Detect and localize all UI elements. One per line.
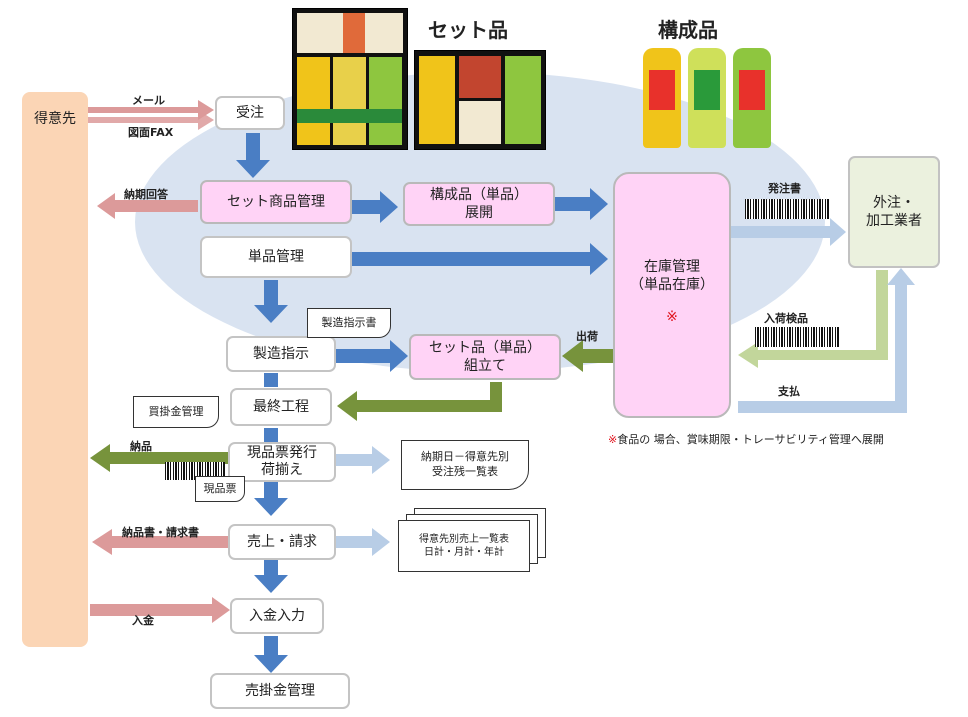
- title-set-item: セット品: [428, 18, 508, 42]
- assemble-label-1: セット品（単品）: [429, 339, 541, 356]
- shipping-label: 出荷: [576, 330, 598, 343]
- payment-entry-label: 入金入力: [249, 607, 305, 624]
- sales-billing-box: 売上・請求: [228, 524, 336, 560]
- food-traceability-note: ※食品の 場合、賞味期限・トレーサビリティ管理へ展開: [608, 431, 884, 447]
- green-flow-arrows: [90, 340, 613, 472]
- payment-label: 支払: [778, 385, 800, 398]
- mail-label: メール: [132, 94, 165, 107]
- manufacture-instruction-label: 製造指示書: [321, 315, 377, 329]
- inventory-label-1: 在庫管理: [644, 259, 700, 275]
- title-component: 構成品: [658, 18, 718, 42]
- order-sheet-barcode: [745, 199, 829, 219]
- manufacture-label: 製造指示: [253, 345, 309, 362]
- item-slip-doc: 現品票: [195, 476, 245, 502]
- component-bottle-2: [688, 48, 726, 148]
- payable-mgmt-label: 買掛金管理: [148, 404, 204, 418]
- delivery-label: 納品: [130, 440, 152, 453]
- item-slip-barcode: [165, 462, 225, 480]
- sales-billing-label: 売上・請求: [247, 533, 317, 550]
- customer-label: 得意先: [34, 111, 76, 127]
- single-item-mgmt-label: 単品管理: [248, 248, 304, 265]
- note-reference-mark: ※: [608, 433, 618, 446]
- invoice-label: 納品書・請求書: [122, 526, 199, 539]
- slip-issue-label-2: 荷揃え: [261, 462, 303, 478]
- pink-arrows: [88, 100, 230, 623]
- subcontractor-label-1: 外注・: [873, 194, 915, 211]
- fax-label: 図面FAX: [128, 126, 174, 139]
- assemble-box: セット品（単品） 組立て: [409, 334, 561, 380]
- deposit-label: 入金: [132, 614, 154, 627]
- receiving-label: 入荷検品: [764, 312, 808, 325]
- receivable-mgmt-label: 売掛金管理: [245, 682, 315, 699]
- receiving-barcode: [755, 327, 839, 347]
- inventory-note-mark: ※: [666, 309, 678, 326]
- slip-issue-label-1: 現品票発行: [247, 444, 317, 461]
- due-reply-label: 納期回答: [124, 188, 168, 201]
- food-traceability-note-text: ※食品の 場合、賞味期限・トレーサビリティ管理へ展開: [608, 433, 884, 446]
- manufacture-box: 製造指示: [226, 336, 336, 372]
- delivery-backlog-label-1: 納期日－得意先別: [421, 450, 509, 464]
- component-expand-label-1: 構成品（単品）: [430, 186, 528, 203]
- set-product-image-2: [414, 50, 546, 150]
- component-bottle-3: [733, 48, 771, 148]
- component-expand-box: 構成品（単品） 展開: [403, 182, 555, 226]
- inventory-label-2: （単品在庫）: [630, 277, 714, 294]
- inventory-box: 在庫管理 （単品在庫） ※: [613, 172, 731, 418]
- manufacture-instruction-doc: 製造指示書: [307, 308, 391, 338]
- order-label: 受注: [236, 104, 264, 121]
- note-body: 食品の 場合、賞味期限・トレーサビリティ管理へ展開: [617, 433, 884, 446]
- sales-list-label-1: 得意先別売上一覧表: [419, 533, 509, 545]
- subcontractor-label-2: 加工業者: [866, 213, 922, 229]
- single-item-mgmt-box: 単品管理: [200, 236, 352, 278]
- order-box: 受注: [215, 96, 285, 130]
- order-sheet-label: 発注書: [768, 182, 801, 195]
- final-process-box: 最終工程: [230, 388, 332, 426]
- set-item-mgmt-box: セット商品管理: [200, 180, 352, 224]
- light-blue-arrows: [336, 218, 915, 556]
- component-expand-label-2: 展開: [465, 205, 493, 221]
- component-bottle-1: [643, 48, 681, 148]
- receivable-mgmt-box: 売掛金管理: [210, 673, 350, 709]
- payment-entry-box: 入金入力: [230, 598, 324, 634]
- main-flow-arrows: [236, 133, 608, 673]
- sales-list-doc: 得意先別売上一覧表 日計・月計・年計: [398, 520, 530, 572]
- subcontractor-box: 外注・ 加工業者: [848, 156, 940, 268]
- delivery-backlog-list-doc: 納期日－得意先別 受注残一覧表: [401, 440, 529, 490]
- delivery-backlog-label-2: 受注残一覧表: [432, 465, 498, 478]
- receiving-arrow: [738, 270, 888, 368]
- set-product-image-1: [292, 8, 408, 150]
- assemble-label-2: 組立て: [464, 358, 506, 374]
- item-slip-label: 現品票: [203, 481, 237, 495]
- sales-list-label-2: 日計・月計・年計: [424, 547, 504, 558]
- slip-issue-box: 現品票発行 荷揃え: [228, 442, 336, 482]
- final-process-label: 最終工程: [253, 398, 309, 415]
- customer-box: 得意先: [22, 92, 88, 647]
- payable-mgmt-doc: 買掛金管理: [133, 396, 219, 428]
- set-item-mgmt-label: セット商品管理: [227, 193, 325, 210]
